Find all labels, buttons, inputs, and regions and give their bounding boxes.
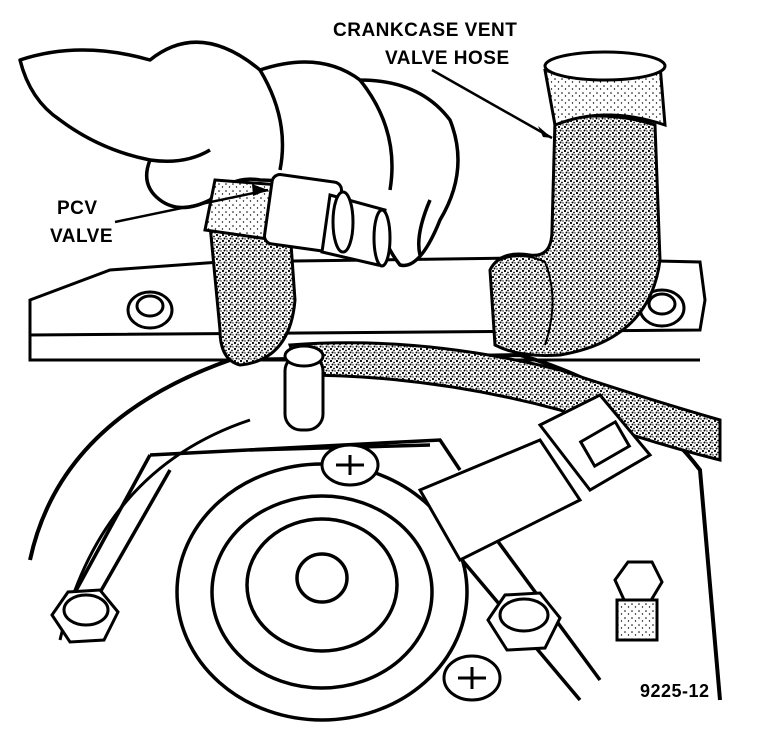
hex-nut-right	[613, 560, 664, 642]
leader-crankcase	[431, 68, 553, 140]
phillips-screw-top	[320, 443, 380, 487]
crankcase-vent-label-line1: CRANKCASE VENT	[333, 20, 518, 41]
breather-tube	[283, 344, 325, 432]
hand	[18, 40, 460, 268]
pulley	[175, 462, 469, 722]
phillips-screw-bottom	[442, 654, 502, 702]
hex-bolt-left	[50, 588, 120, 644]
pcv-valve-body	[203, 173, 392, 268]
hex-bolt-right	[486, 591, 562, 652]
sensor-connector	[417, 393, 653, 562]
cover-bolt-left	[126, 290, 174, 330]
leader-pcv	[114, 188, 269, 224]
crankcase-vent-label-line2: VALVE HOSE	[385, 48, 510, 69]
crankcase-vent-hose	[488, 50, 667, 358]
wire-harness-strip	[287, 341, 722, 462]
figure-number: 9225-12	[640, 681, 710, 701]
pcv-valve-label-line1: PCV	[57, 198, 98, 219]
pcv-valve-label-line2: VALVE	[50, 226, 114, 247]
